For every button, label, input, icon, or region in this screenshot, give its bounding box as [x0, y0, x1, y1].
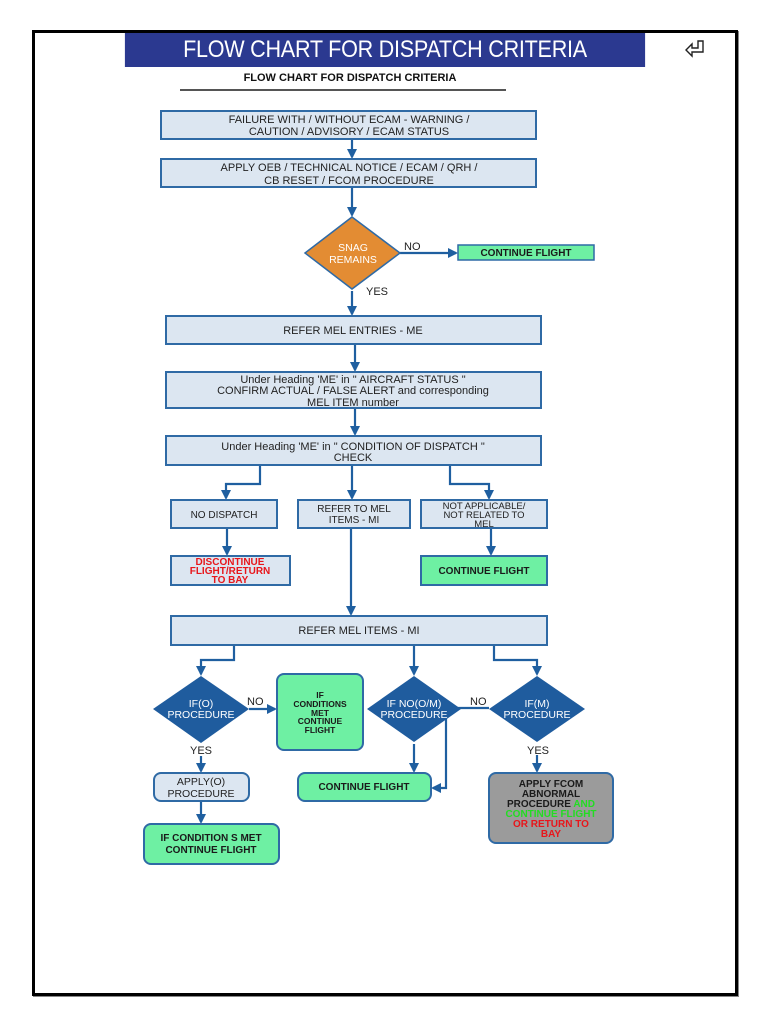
- edge-melitems-to-ifo: [196, 645, 236, 676]
- node-apply-fcom-line3: PROCEDURE AND: [507, 799, 595, 810]
- node-apply-fcom-line2: ABNORMAL: [522, 789, 580, 800]
- node-refer-to-mel-items: REFER TO MEL ITEMS - MI: [297, 499, 411, 529]
- node-if-no-om-line1: IF NO(O/M): [387, 698, 442, 710]
- node-snag-line1: SNAG: [338, 242, 368, 254]
- node-no-dispatch-text: NO DISPATCH: [191, 510, 258, 521]
- edge-melitems-to-ifm: [492, 645, 542, 676]
- node-discontinue-line1: DISCONTINUE: [196, 557, 265, 568]
- node-failure: FAILURE WITH / WITHOUT ECAM - WARNING / …: [160, 110, 537, 140]
- node-continue-flight-2-text: CONTINUE FLIGHT: [438, 566, 529, 577]
- node-not-applicable-line2: NOT RELATED TO: [443, 510, 524, 521]
- label-ifo-yes: YES: [190, 745, 212, 757]
- node-if-o-line2: PROCEDURE: [167, 709, 234, 721]
- node-icm1-line1: IF: [316, 690, 324, 700]
- node-icm1-line4: CONTINUE: [298, 716, 343, 726]
- edge-condition-to-notapplicable: [448, 465, 494, 500]
- node-if-m-line2: PROCEDURE: [503, 709, 570, 721]
- node-apply-o: APPLY(O) PROCEDURE: [153, 772, 250, 802]
- node-discontinue: DISCONTINUE FLIGHT/RETURN TO BAY: [170, 555, 291, 586]
- node-aircraft-status-line2: CONFIRM ACTUAL / FALSE ALERT and corresp…: [217, 385, 489, 397]
- node-snag-line2: REMAINS: [329, 254, 377, 266]
- node-refer-to-mel-line2: ITEMS - MI: [329, 515, 380, 526]
- node-condition-line1: Under Heading 'ME' in " CONDITION OF DIS…: [221, 441, 485, 453]
- node-discontinue-line3: TO BAY: [212, 575, 249, 586]
- node-apply-oeb-line1: APPLY OEB / TECHNICAL NOTICE / ECAM / QR…: [221, 162, 479, 174]
- node-apply-fcom: APPLY FCOM ABNORMAL PROCEDURE AND CONTIN…: [488, 772, 614, 844]
- node-continue-flight-3: CONTINUE FLIGHT: [297, 772, 432, 802]
- return-arrow-icon[interactable]: [684, 38, 708, 60]
- node-not-applicable-line1: NOT APPLICABLE/: [443, 501, 526, 512]
- edge-ifm-no: [431, 706, 489, 793]
- node-if-no-om-line2: PROCEDURE: [380, 709, 447, 721]
- node-apply-fcom-line5: OR RETURN TO: [513, 819, 589, 830]
- node-aircraft-status: Under Heading 'ME' in " AIRCRAFT STATUS …: [165, 371, 542, 409]
- node-icm1-line5: FLIGHT: [305, 725, 336, 735]
- node-condition-line2: CHECK: [334, 452, 373, 464]
- label-ifm-no: NO: [470, 696, 487, 708]
- node-if-conditions-met-1: IF CONDITIONS MET CONTINUE FLIGHT: [276, 673, 364, 751]
- node-not-applicable-line3: MEL: [474, 519, 494, 530]
- node-failure-line1: FAILURE WITH / WITHOUT ECAM - WARNING /: [229, 114, 471, 126]
- label-ifm-yes: YES: [527, 745, 549, 757]
- node-aircraft-status-line1: Under Heading 'ME' in " AIRCRAFT STATUS …: [240, 374, 465, 386]
- node-failure-line2: CAUTION / ADVISORY / ECAM STATUS: [249, 126, 449, 138]
- node-continue-flight-3-text: CONTINUE FLIGHT: [318, 782, 409, 793]
- node-icm1-line2: CONDITIONS: [293, 699, 347, 709]
- banner-title-text: FLOW CHART FOR DISPATCH CRITERIA: [183, 36, 587, 63]
- banner-title: FLOW CHART FOR DISPATCH CRITERIA: [124, 33, 646, 67]
- node-refer-mel-items-mi: REFER MEL ITEMS - MI: [170, 615, 548, 646]
- node-condition-of-dispatch: Under Heading 'ME' in " CONDITION OF DIS…: [165, 435, 542, 466]
- node-apply-oeb: APPLY OEB / TECHNICAL NOTICE / ECAM / QR…: [160, 158, 537, 188]
- node-if-o-line1: IF(O): [189, 698, 214, 710]
- connectors: [196, 139, 542, 824]
- node-discontinue-line2: FLIGHT/RETURN: [190, 566, 271, 577]
- label-ifo-no: NO: [247, 696, 264, 708]
- node-snag-remains: SNAG REMAINS: [303, 216, 402, 290]
- node-apply-o-line1: APPLY(O): [177, 776, 225, 788]
- node-no-dispatch: NO DISPATCH: [170, 499, 278, 529]
- node-apply-fcom-line6: BAY: [541, 829, 562, 840]
- label-snag-yes: YES: [366, 286, 388, 298]
- node-if-conditions-met-2: IF CONDITION S MET CONTINUE FLIGHT: [143, 823, 280, 865]
- node-continue-flight-1-text: CONTINUE FLIGHT: [480, 248, 571, 259]
- node-icm2-line2: CONTINUE FLIGHT: [165, 845, 256, 856]
- node-apply-fcom-line1: APPLY FCOM: [519, 779, 583, 790]
- edge-condition-to-nodispatch: [221, 465, 262, 500]
- node-continue-flight-1: CONTINUE FLIGHT: [457, 244, 595, 261]
- chart-subtitle: FLOW CHART FOR DISPATCH CRITERIA: [243, 72, 457, 84]
- node-refer-me-text: REFER MEL ENTRIES - ME: [283, 325, 423, 337]
- node-icm1-line3: MET: [311, 708, 330, 718]
- label-snag-no: NO: [404, 241, 421, 253]
- node-icm2-line1: IF CONDITION S MET: [160, 833, 261, 844]
- node-if-no-om: IF NO(O/M) PROCEDURE: [367, 676, 461, 742]
- node-refer-me: REFER MEL ENTRIES - ME: [165, 315, 542, 345]
- node-if-o: IF(O) PROCEDURE: [153, 676, 249, 743]
- node-refer-mel-items-mi-text: REFER MEL ITEMS - MI: [298, 625, 419, 637]
- node-aircraft-status-line3: MEL ITEM number: [307, 397, 399, 409]
- node-apply-fcom-line4: CONTINUE FLIGHT: [505, 809, 596, 820]
- node-if-m: IF(M) PROCEDURE: [489, 676, 585, 742]
- node-if-m-line1: IF(M): [524, 698, 549, 710]
- node-not-applicable: NOT APPLICABLE/ NOT RELATED TO MEL: [420, 499, 548, 530]
- node-apply-fcom-line3-black: PROCEDURE: [507, 799, 573, 810]
- node-apply-oeb-line2: CB RESET / FCOM PROCEDURE: [264, 175, 434, 187]
- subtitle-underline: [180, 89, 506, 91]
- node-refer-to-mel-line1: REFER TO MEL: [317, 504, 391, 515]
- node-apply-fcom-line3-green: AND: [573, 799, 595, 810]
- node-apply-o-line2: PROCEDURE: [167, 788, 234, 800]
- node-continue-flight-2: CONTINUE FLIGHT: [420, 555, 548, 586]
